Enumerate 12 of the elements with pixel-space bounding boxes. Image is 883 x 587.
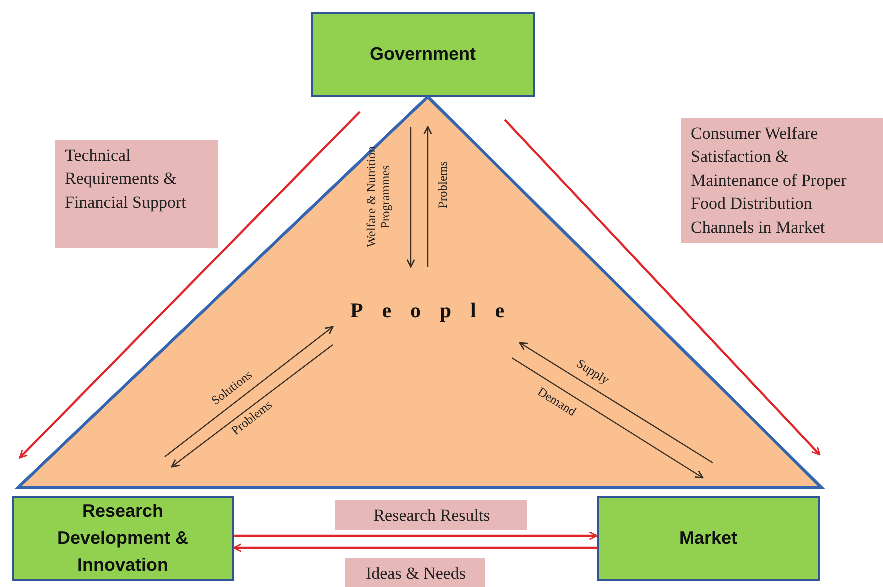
arrow xyxy=(233,544,597,552)
note-label: Consumer Welfare Satisfaction & Maintenance of Proper Food Distribution Channels in Market xyxy=(681,118,883,244)
center-label: People xyxy=(350,298,524,324)
arrow xyxy=(234,532,598,540)
stakeholder-box: Government xyxy=(311,12,535,97)
arrow-label: Welfare & Nutrition Programmes xyxy=(364,145,394,250)
edge-label: Research Results xyxy=(335,500,527,530)
note-label: Technical Requirements & Financial Support xyxy=(55,140,218,248)
arrow-label: Problems xyxy=(436,161,450,209)
edge-label: Ideas & Needs xyxy=(345,558,485,587)
stakeholder-box: Research Development & Innovation xyxy=(12,496,234,581)
stakeholder-box: Market xyxy=(597,496,820,581)
